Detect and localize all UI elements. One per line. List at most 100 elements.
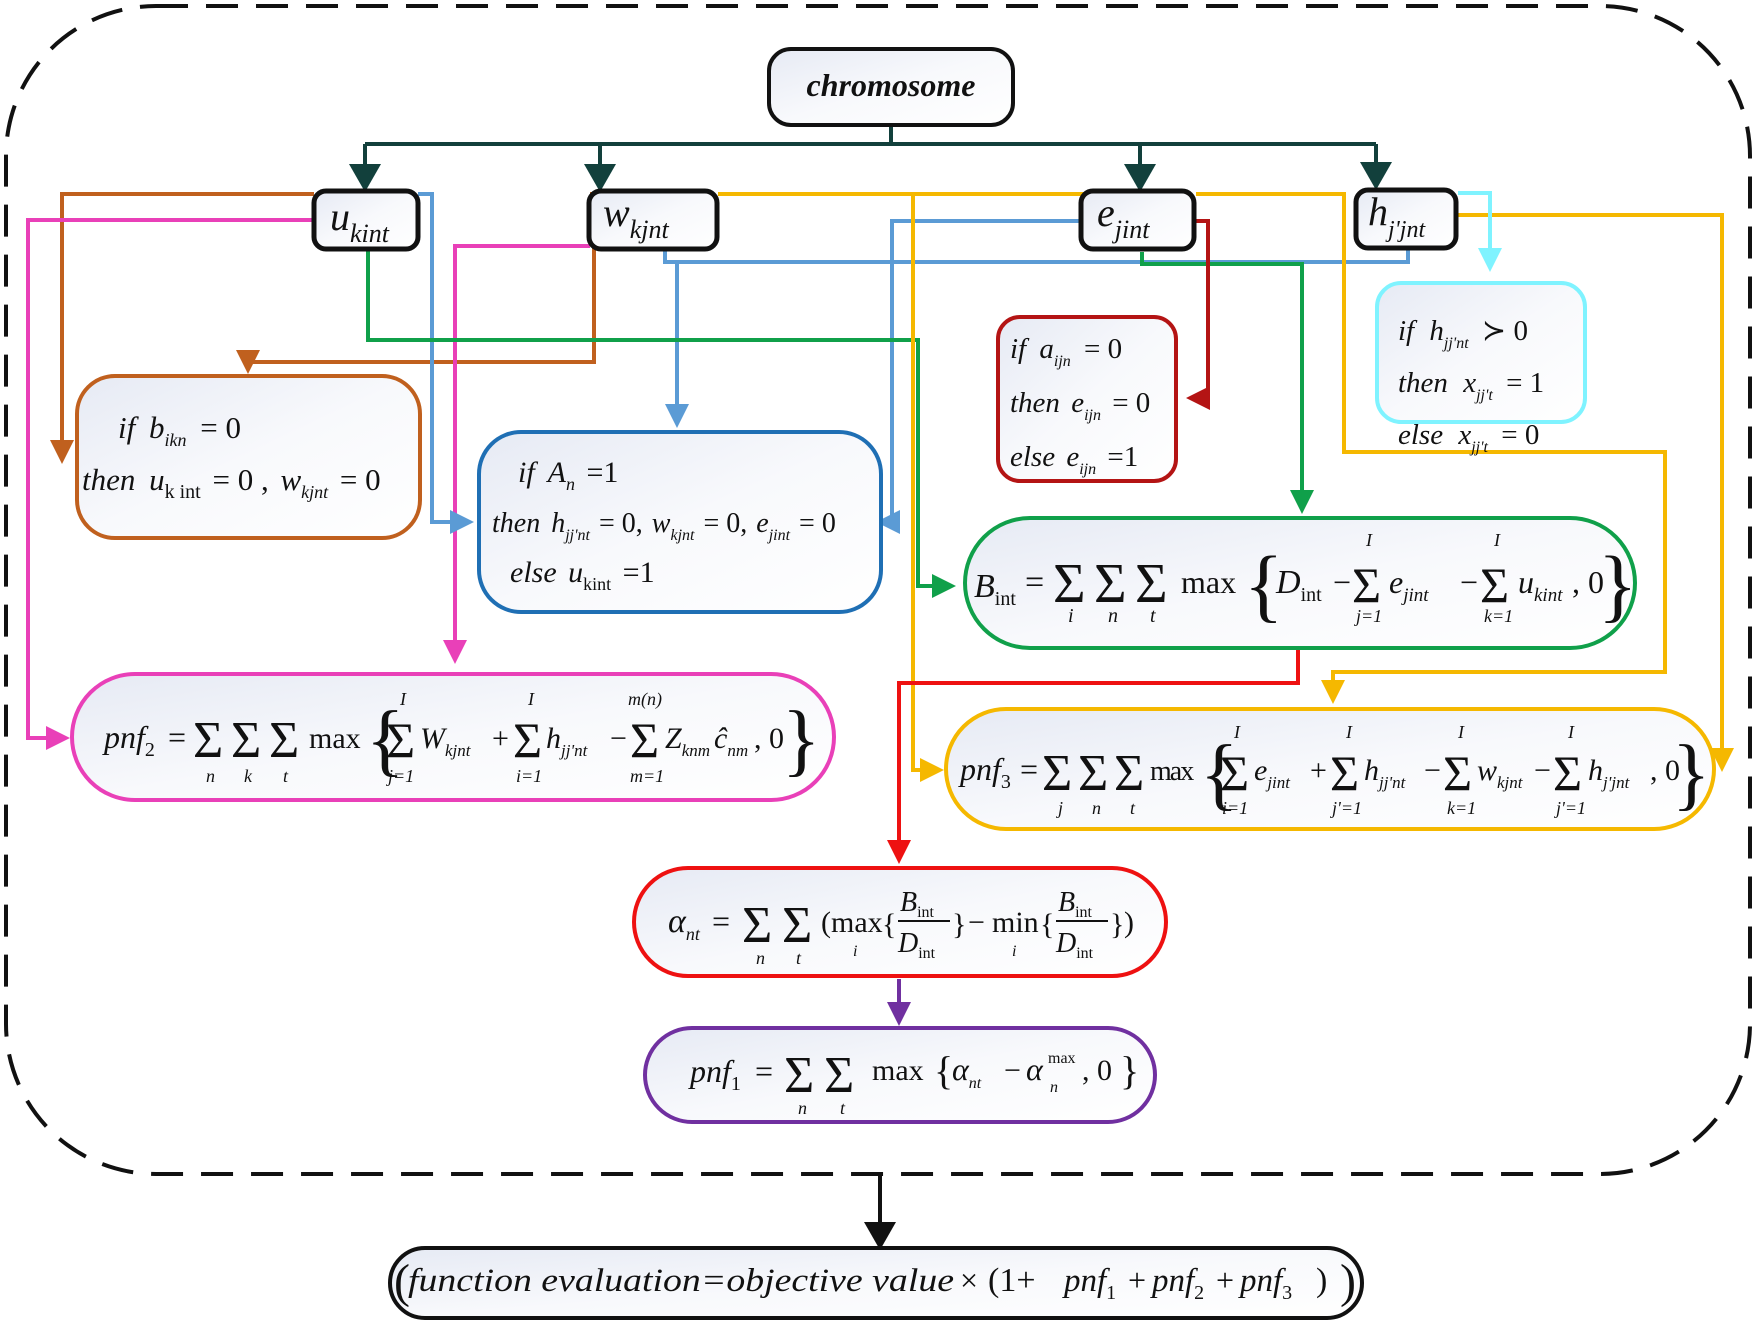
B-brace-close: } — [1598, 539, 1637, 630]
h-rule-var1: h — [1429, 315, 1444, 347]
alpha-num-1-sub: int — [917, 904, 934, 921]
a-rule-rest2: = 0 — [1112, 387, 1150, 419]
final-label: function evaluation=objective value — [408, 1263, 954, 1299]
gene-e-base: e — [1097, 190, 1115, 235]
pnf3-s1-var: e — [1254, 754, 1267, 787]
pink-wire-u — [26, 218, 314, 750]
gene-node-w[interactable]: wkjnt — [586, 188, 720, 252]
pnf3-s4-bot: j'=1 — [1554, 798, 1586, 818]
pnf3-tail: , 0 — [1650, 754, 1680, 787]
rule-box-a[interactable]: if aijn = 0 then eijn = 0 else eijn =1 — [996, 315, 1178, 483]
b-rule-var2: u — [149, 462, 165, 497]
b-rule-sub2: k int — [165, 481, 202, 503]
pnf1-v2-sup: max — [1048, 1050, 1076, 1067]
alpha-close: ) — [1124, 906, 1134, 939]
pnf1-sum-idx-1: n — [798, 1098, 807, 1118]
pnf3-plus: + — [1310, 754, 1327, 787]
blue-wire-u — [418, 192, 474, 534]
A-rule-rest1: =1 — [586, 456, 618, 489]
pnf3-s3-top: I — [1457, 722, 1465, 742]
a-rule-rest3: =1 — [1107, 441, 1138, 473]
pnf3-sum-idx-2: n — [1092, 798, 1101, 818]
pnf1-sigma-1: Σ — [784, 1047, 814, 1104]
pnf2-s3-top: m(n) — [628, 689, 662, 710]
pnf2-sigma-2: Σ — [231, 712, 261, 769]
B-s2-bot: k=1 — [1484, 606, 1513, 626]
gene-node-e[interactable]: ejint — [1078, 188, 1197, 252]
h-rule-rest1: ≻ 0 — [1482, 315, 1528, 347]
pnf1-v1-sub: nt — [969, 1075, 982, 1092]
A-rule-kw3: else — [510, 556, 557, 589]
final-paren-right: ) — [1340, 1255, 1356, 1308]
A-rule-rest3: =1 — [623, 556, 655, 589]
final-plus-1: + — [1128, 1262, 1146, 1298]
gene-node-u[interactable]: ukint — [311, 188, 421, 252]
h-rule-sub1: jj'nt — [1442, 335, 1469, 352]
alpha-lhs-sub: nt — [686, 924, 701, 944]
svg-text:if bikn = 0: if bikn = 0 — [118, 410, 241, 453]
svg-text:pnf1: pnf1 — [688, 1053, 741, 1095]
pnf2-sigma-5: Σ — [513, 712, 542, 768]
B-op: max — [1181, 564, 1236, 600]
final-times: × — [960, 1262, 978, 1298]
alpha-sigma-2: Σ — [782, 897, 812, 954]
final-p1: pnf — [1062, 1263, 1110, 1299]
cyan-wire-h — [1458, 191, 1502, 272]
A-rule-rest2: = 0 — [799, 508, 836, 539]
svg-text:ejint: ejint — [1389, 564, 1429, 606]
pnf2-s3-sub: knm — [682, 741, 710, 760]
formula-box-pnf1[interactable]: pnf1 = Σ Σ n t max { αnt − α max n , 0 } — [643, 1026, 1157, 1124]
A-rule-sub1: n — [566, 474, 575, 494]
pnf1-v2-sub: n — [1050, 1079, 1058, 1096]
formula-box-pnf2[interactable]: pnf2 = Σ Σ Σ n k t max { I Σ j=1 Wkjnt +… — [70, 672, 836, 802]
rule-box-b[interactable]: if bikn = 0 then uk int = 0 , wkjnt = 0 — [75, 374, 422, 540]
h-rule-kw1: if — [1398, 315, 1418, 347]
alpha-num-2-sub: int — [1075, 904, 1092, 921]
B-s2-sub: kint — [1534, 585, 1563, 606]
svg-text:Dint: Dint — [1055, 928, 1094, 962]
pnf1-brace-open: { — [934, 1048, 953, 1093]
A-rule-var2b: w — [652, 508, 671, 539]
pnf2-brace-close: } — [782, 696, 820, 784]
pnf1-sigma-2: Σ — [824, 1047, 854, 1104]
B-sum-idx-2: n — [1108, 605, 1118, 627]
red-wire-B — [887, 650, 1300, 864]
formula-box-B[interactable]: Bint = Σ Σ Σ i n t max { Dint − I Σ j=1 … — [963, 516, 1637, 650]
alpha-sum-idx-1: n — [756, 948, 765, 968]
B-sum-idx-1: i — [1068, 605, 1074, 627]
A-rule-var1: A — [546, 456, 567, 489]
B-minus-1: − — [1333, 564, 1351, 600]
B-tail: , 0 — [1572, 564, 1604, 600]
pnf3-brace-close: } — [1672, 730, 1710, 818]
gene-u-sub: kint — [350, 219, 390, 248]
function-evaluation-box[interactable]: ( function evaluation=objective value × … — [388, 1246, 1364, 1320]
a-rule-sub1: ijn — [1054, 353, 1071, 370]
pnf3-sum-idx-1: j — [1056, 798, 1063, 818]
chromosome-node[interactable]: chromosome — [767, 47, 1015, 127]
svg-text:ukint: ukint — [330, 194, 390, 248]
svg-text:then uk int = 0 ,: then uk int = 0 , wkjnt = 0 — [82, 462, 381, 505]
alpha-num-2: B — [1058, 887, 1075, 918]
pnf3-op: max — [1150, 756, 1194, 787]
pnf3-lhs-sub: 3 — [1001, 771, 1011, 793]
pnf3-s3-sub: kjnt — [1497, 773, 1524, 792]
a-rule-rest1: = 0 — [1084, 333, 1122, 365]
b-rule-rest1: = 0 — [200, 410, 241, 445]
formula-box-alpha[interactable]: αnt = Σ Σ n t (max i { Bint Dint } − min… — [632, 866, 1168, 978]
h-rule-sub2: jj't — [1474, 387, 1493, 404]
rule-box-h[interactable]: if hjj'nt ≻ 0 then xjj't = 1 else xjj't … — [1375, 281, 1587, 459]
formula-box-pnf3[interactable]: pnf3 = Σ Σ Σ j n t max { I Σ i=1 ejint +… — [944, 707, 1716, 831]
pnf3-s4-var: h — [1588, 754, 1603, 787]
pnf1-lhs: pnf — [688, 1053, 735, 1089]
pnf2-op: max — [309, 722, 361, 755]
gene-node-h[interactable]: hj'jnt — [1353, 187, 1459, 251]
pnf3-sigma-7: Σ — [1553, 745, 1582, 801]
chromosome-label: chromosome — [807, 67, 976, 103]
pnf3-sigma-4: Σ — [1220, 745, 1249, 801]
svg-text:hj'jnt: hj'jnt — [1588, 754, 1631, 792]
rule-box-A[interactable]: if An =1 then hjj'nt = 0, wkjnt = 0, eji… — [477, 430, 883, 614]
alpha-eq: = — [712, 903, 730, 939]
pnf2-minus: − — [610, 722, 627, 755]
alpha-den-2: D — [1055, 928, 1076, 959]
pnf3-s4-sub: j'jnt — [1601, 773, 1631, 792]
